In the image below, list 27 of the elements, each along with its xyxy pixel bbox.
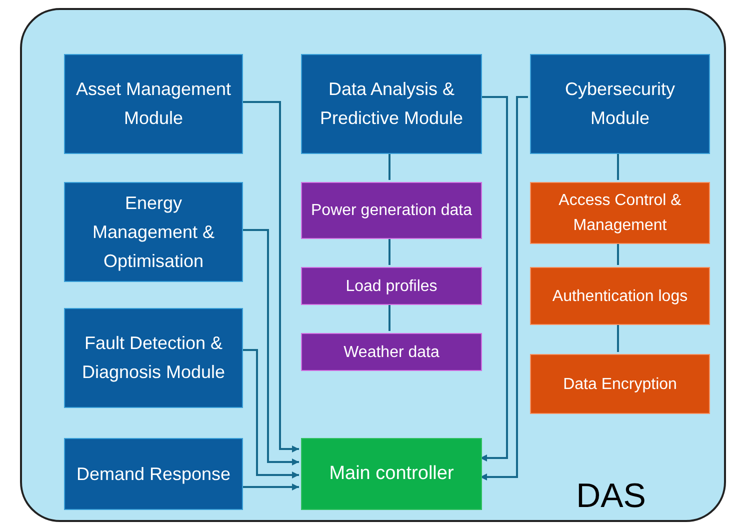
arrow [480, 96, 508, 462]
arrow [480, 96, 528, 480]
data-box: Load profiles [301, 267, 482, 305]
connector-line [617, 242, 619, 265]
connector-line [388, 303, 390, 331]
arrow [241, 229, 299, 466]
connector-line [388, 152, 390, 180]
module-box: Energy Management & Optimisation [64, 182, 243, 282]
arrow [241, 101, 299, 452]
connector-line [388, 237, 390, 265]
data-box: Power generation data [301, 182, 482, 239]
module-box: Fault Detection & Diagnosis Module [64, 308, 243, 408]
system-label: DAS [576, 476, 646, 516]
security-box: Authentication logs [530, 267, 710, 325]
security-box: Access Control & Management [530, 182, 710, 244]
module-box: Data Analysis & Predictive Module [301, 54, 482, 154]
security-box: Data Encryption [530, 354, 710, 414]
controller-box: Main controller [301, 438, 482, 510]
connector-line [617, 323, 619, 352]
module-box: Cybersecurity Module [530, 54, 710, 154]
module-box: Demand Response [64, 438, 243, 510]
connector-line [617, 152, 619, 180]
system-boundary [20, 8, 726, 522]
data-box: Weather data [301, 333, 482, 371]
arrow [241, 484, 299, 490]
module-box: Asset Management Module [64, 54, 243, 154]
arrow [241, 349, 299, 478]
